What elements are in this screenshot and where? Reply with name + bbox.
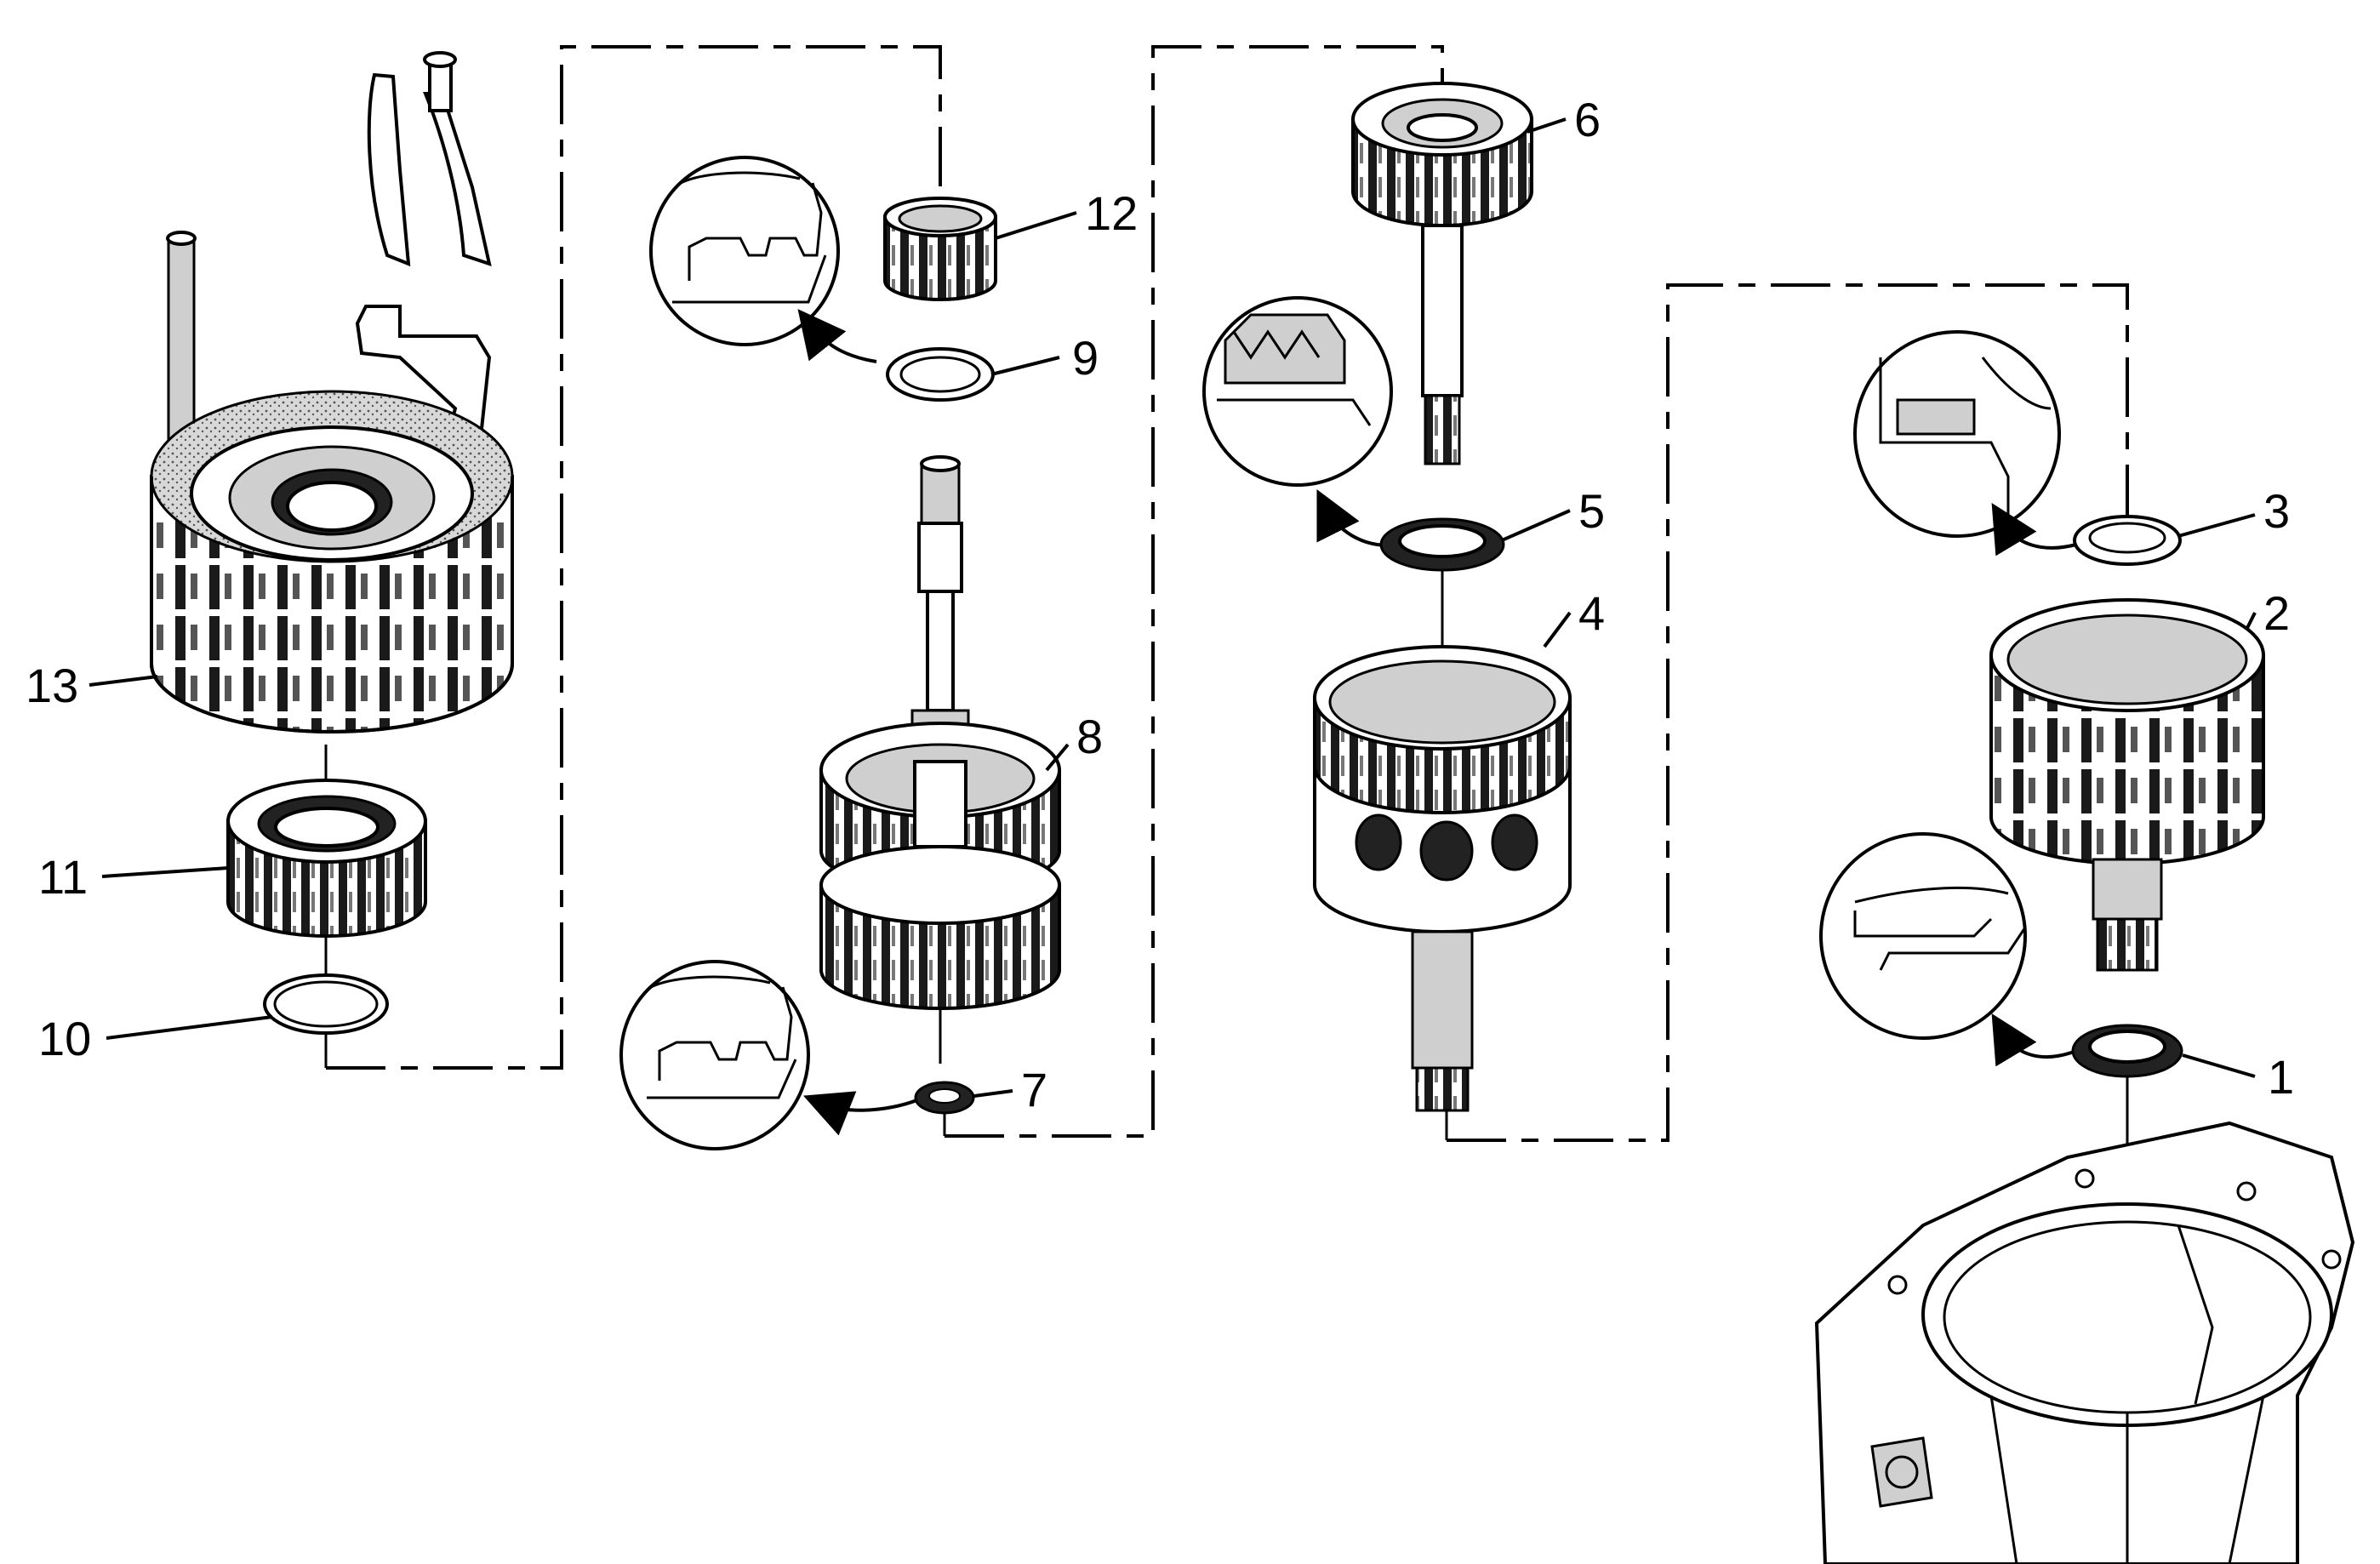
- callout-2: 2: [2263, 586, 2290, 640]
- clutch-housing-icon: [1989, 598, 2265, 972]
- callout-6: 6: [1574, 93, 1601, 146]
- thrust-bearing-icon: [886, 347, 995, 402]
- shaft-assembly-icon: [819, 455, 1061, 1010]
- detail-magnifier-icon: [619, 960, 810, 1150]
- callout-9: 9: [1072, 331, 1099, 385]
- bearing-assembly-icon: [226, 779, 427, 938]
- callout-13: 13: [26, 659, 78, 712]
- callout-7: 7: [1021, 1063, 1047, 1116]
- callout-3: 3: [2263, 484, 2290, 538]
- detail-magnifier-icon: [1202, 296, 1393, 487]
- detail-magnifier-icon: [649, 156, 840, 346]
- snap-ring-icon: [2073, 515, 2182, 566]
- thrust-washer-icon: [914, 1081, 975, 1115]
- clutch-housing-icon: [150, 390, 514, 733]
- callout-1: 1: [2268, 1050, 2294, 1104]
- callout-4: 4: [1578, 586, 1605, 640]
- callout-leaders: [88, 117, 2257, 1098]
- input-shaft-gear-icon: [1351, 82, 1533, 465]
- thrust-bearing-icon: [1379, 517, 1505, 572]
- transmission-case-icon: [1814, 1121, 2355, 1564]
- input-shaft-gear-icon: [883, 197, 997, 301]
- thrust-bearing-icon: [2071, 1024, 2183, 1078]
- callout-10: 10: [38, 1012, 91, 1065]
- callout-11: 11: [38, 850, 88, 904]
- callout-5: 5: [1578, 484, 1605, 538]
- drum-assembly-icon: [1313, 645, 1572, 1112]
- connector-lines: [324, 45, 2129, 1142]
- detail-magnifier-icon: [1819, 832, 2027, 1040]
- callout-12: 12: [1085, 186, 1138, 240]
- callout-8: 8: [1076, 710, 1103, 763]
- snap-ring-icon: [263, 973, 389, 1035]
- detail-magnifier-icon: [1853, 330, 2061, 538]
- callout-labels: 13 11 10 12 9 8 7 6 5 4 3 2 1: [26, 93, 2294, 1116]
